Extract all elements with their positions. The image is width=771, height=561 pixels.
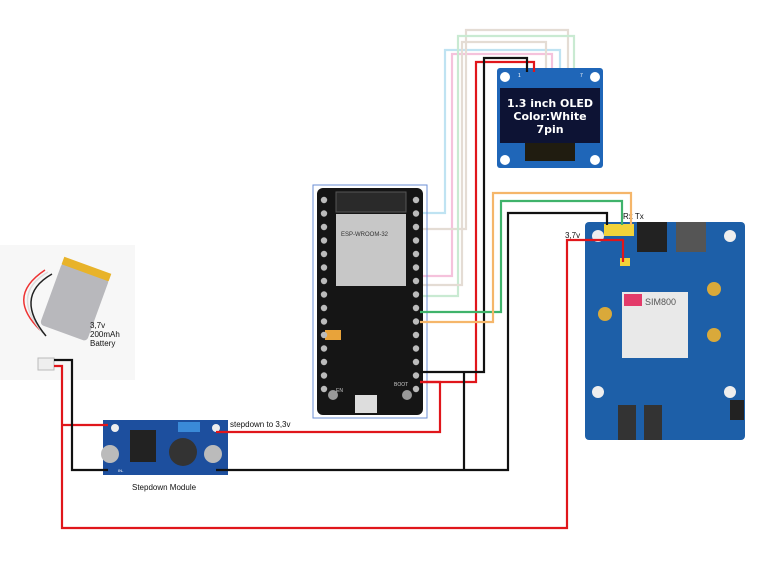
oled-line1: 1.3 inch OLED xyxy=(507,97,593,110)
esp32-pin xyxy=(412,264,420,271)
esp32-pin xyxy=(412,385,420,393)
sim800-chip-label: SIM800 xyxy=(645,297,676,307)
sim800-rxtx-label: Rx Tx xyxy=(623,212,644,221)
stepdown-output-label: stepdown to 3,3v xyxy=(230,420,290,429)
esp32-pin xyxy=(412,372,420,379)
in-minus-label: IN- xyxy=(118,468,124,473)
esp32-pin xyxy=(320,196,328,204)
stepdown-name: Stepdown Module xyxy=(132,483,197,492)
esp32-pin xyxy=(412,304,420,312)
esp32-pin xyxy=(412,277,420,285)
esp32-pin xyxy=(412,196,420,204)
esp32-pin xyxy=(412,237,420,244)
esp32-pin xyxy=(320,291,328,298)
oled-line3: 7pin xyxy=(536,123,563,136)
power-wires xyxy=(54,56,633,530)
battery: 3,7v 200mAh Battery xyxy=(0,245,135,380)
esp32-pin xyxy=(320,358,328,366)
esp32-pin xyxy=(320,331,328,339)
oled-display: 1 7 1.3 inch OLED Color:White 7pin xyxy=(497,68,603,168)
oled-signal-wires xyxy=(420,28,576,298)
sim800-board: SIM800 Rx Tx 3,7v xyxy=(565,212,745,440)
esp32-pin xyxy=(320,304,328,312)
stepdown-module: IN- stepdown to 3,3v Stepdown Module xyxy=(101,420,290,492)
boot-label: BOOT xyxy=(394,382,408,388)
esp32-pin xyxy=(320,372,328,379)
esp32-pin xyxy=(320,210,328,217)
oled-line2: Color:White xyxy=(513,110,586,123)
esp32-module-label: ESP-WROOM-32 xyxy=(341,232,389,238)
esp32-pin xyxy=(412,210,420,217)
esp32-board: ESP-WROOM-32 EN BOOT xyxy=(312,184,428,419)
esp32-pin xyxy=(320,264,328,271)
esp32-pin xyxy=(412,331,420,339)
esp32-pin xyxy=(412,291,420,298)
esp32-pin xyxy=(412,250,420,258)
esp32-pin xyxy=(320,385,328,393)
esp32-pin xyxy=(320,250,328,258)
esp32-pin xyxy=(320,345,328,352)
sim800-power-label: 3,7v xyxy=(565,231,580,240)
esp32-pin xyxy=(412,358,420,366)
esp32-pin xyxy=(320,237,328,244)
esp32-pin xyxy=(412,223,420,231)
esp32-pin xyxy=(320,318,328,325)
esp32-pin xyxy=(412,345,420,352)
esp32-pin xyxy=(320,223,328,231)
esp32-pin xyxy=(320,277,328,285)
oled-pin-first: 1 xyxy=(518,73,521,79)
battery-voltage: 3,7v xyxy=(90,321,105,330)
esp32-pin xyxy=(412,318,420,325)
battery-name: Battery xyxy=(90,339,115,348)
oled-pin-last: 7 xyxy=(580,73,583,79)
battery-capacity: 200mAh xyxy=(90,330,120,339)
en-label: EN xyxy=(336,388,343,394)
